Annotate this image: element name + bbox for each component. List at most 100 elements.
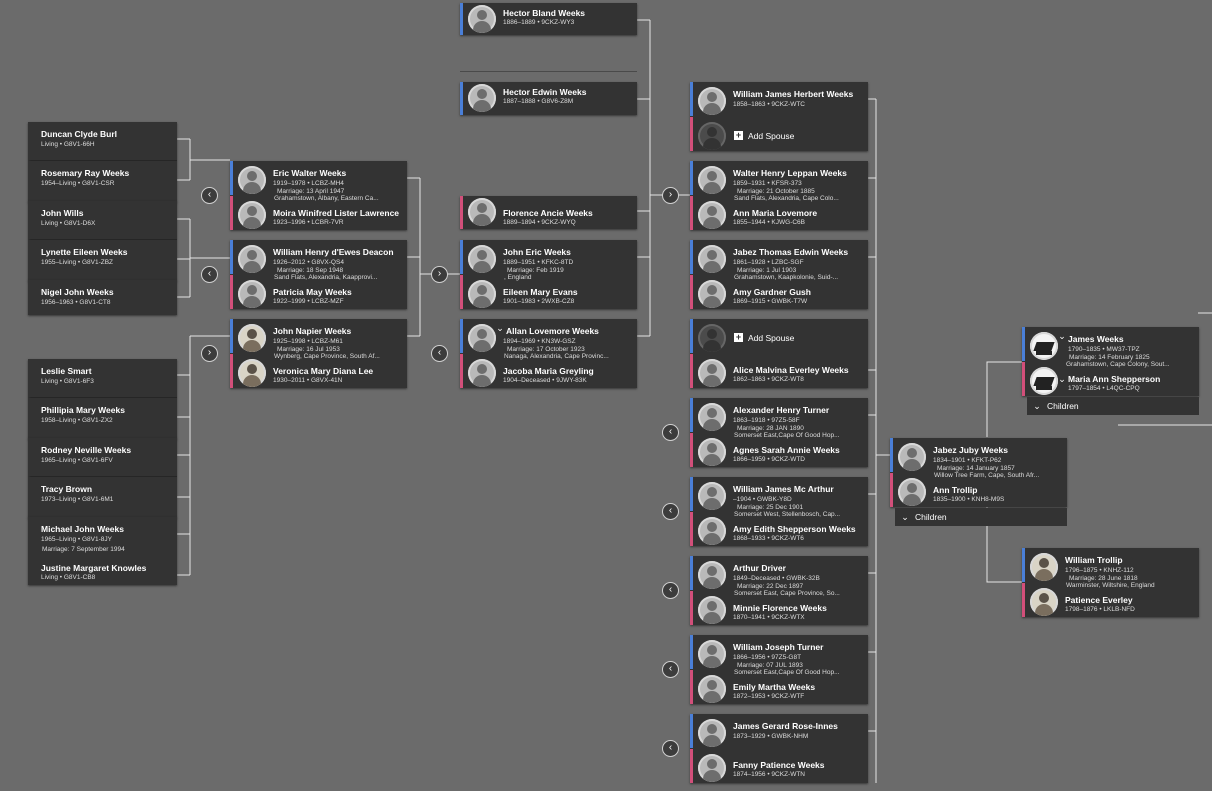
person-name[interactable]: Justine Margaret Knowles <box>41 563 147 573</box>
person-name[interactable]: John Wills <box>41 208 84 218</box>
person-name[interactable]: Duncan Clyde Burl <box>41 129 118 139</box>
chevron-down-icon[interactable]: ⌄ <box>496 323 504 333</box>
add-spouse-row[interactable]: + Add Spouse <box>690 117 868 151</box>
person-name[interactable]: Phillipia Mary Weeks <box>41 405 125 415</box>
expand-family-button[interactable]: ‹ <box>431 345 448 362</box>
plus-icon[interactable]: + <box>734 332 743 342</box>
person-name[interactable]: Veronica Mary Diana Lee <box>273 366 374 376</box>
expand-family-button[interactable]: ‹ <box>662 424 679 441</box>
add-spouse-link[interactable]: Add Spouse <box>748 333 795 343</box>
person-name[interactable]: Emily Martha Weeks <box>733 682 816 692</box>
chevron-down-icon[interactable]: ⌄ <box>1058 331 1066 341</box>
person-name[interactable]: Arthur Driver <box>733 563 786 573</box>
person-name[interactable]: Amy Edith Shepperson Weeks <box>733 524 856 534</box>
person-name[interactable]: Allan Lovemore Weeks <box>506 326 599 336</box>
chevron-down-icon[interactable]: ⌄ <box>1058 374 1066 384</box>
person-name[interactable]: William Trollip <box>1065 555 1123 565</box>
person-name[interactable]: William Joseph Turner <box>733 642 824 652</box>
add-spouse-link[interactable]: Add Spouse <box>748 131 795 141</box>
expand-family-button[interactable]: ‹ <box>201 266 218 283</box>
person-name[interactable]: Patience Everley <box>1065 595 1133 605</box>
person-name[interactable]: Lynette Eileen Weeks <box>41 247 128 257</box>
expand-family-button[interactable]: ‹ <box>662 661 679 678</box>
person-name[interactable]: Alexander Henry Turner <box>733 405 830 415</box>
person-name[interactable]: William Henry d'Ewes Deacon <box>273 247 394 257</box>
expand-family-button[interactable]: ‹ <box>201 187 218 204</box>
person-name[interactable]: Michael John Weeks <box>41 524 124 534</box>
person-name[interactable]: Leslie Smart <box>41 366 92 376</box>
person-name[interactable]: Maria Ann Shepperson <box>1068 374 1161 384</box>
person-name[interactable]: Jacoba Maria Greyling <box>503 366 594 376</box>
expand-family-button[interactable]: › <box>662 187 679 204</box>
person-name[interactable]: Ann Maria Lovemore <box>733 208 818 218</box>
person-name[interactable]: Agnes Sarah Annie Weeks <box>733 445 840 455</box>
person-name[interactable]: William James Mc Arthur <box>733 484 834 494</box>
person-name[interactable]: Jabez Thomas Edwin Weeks <box>733 247 849 257</box>
person-name[interactable]: Eileen Mary Evans <box>503 287 578 297</box>
person-name[interactable]: Walter Henry Leppan Weeks <box>733 168 847 178</box>
person-name[interactable]: Hector Bland Weeks <box>503 8 586 18</box>
plus-icon[interactable]: + <box>734 130 743 140</box>
person-name[interactable]: Moira Winifred Lister Lawrence <box>273 208 400 218</box>
expand-family-button[interactable]: ‹ <box>662 740 679 757</box>
person-name[interactable]: Amy Gardner Gush <box>733 287 811 297</box>
person-name[interactable]: Patricia May Weeks <box>273 287 352 297</box>
person-name[interactable]: Ann Trollip <box>933 485 978 495</box>
